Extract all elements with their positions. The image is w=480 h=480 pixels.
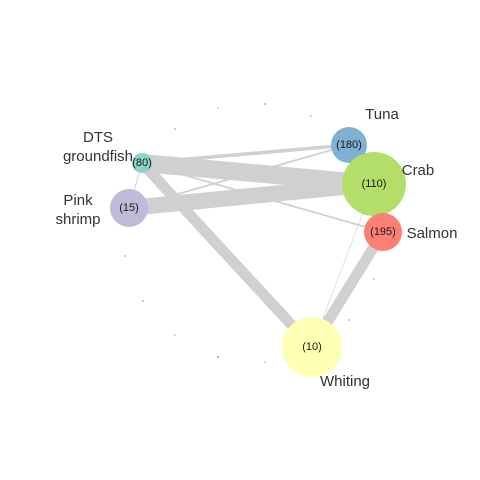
minor-node-dot: [348, 319, 350, 321]
node-dts[interactable]: (80) DTS groundfish: [63, 129, 152, 173]
minor-node-dot: [142, 300, 144, 302]
node-name-line: DTS: [83, 129, 113, 146]
node-circle-whiting: [282, 317, 342, 377]
node-count-label: (10): [302, 341, 322, 353]
edge-dts-tuna: [141, 143, 350, 165]
node-name-label: Salmon: [407, 225, 458, 242]
node-count-label: (110): [362, 178, 387, 190]
minor-node-dot: [310, 115, 312, 117]
minor-node-dot: [264, 361, 266, 363]
node-name-label: Whiting: [320, 373, 370, 390]
node-circle-salmon: [364, 213, 402, 251]
node-name-line: Whiting: [320, 373, 370, 390]
node-circle-dts: [132, 153, 152, 173]
minor-node-dot: [217, 356, 219, 358]
node-count-label: (80): [132, 157, 152, 169]
node-name-line: Salmon: [407, 225, 458, 242]
node-circle-pink: [110, 189, 148, 227]
edge-pink-tuna: [128, 144, 350, 209]
node-count-label: (195): [370, 226, 396, 238]
node-name-label: Tuna: [365, 106, 399, 123]
node-circle-crab: [342, 152, 406, 216]
node-tuna[interactable]: (180) Tuna: [331, 106, 399, 163]
node-name-line: shrimp: [55, 211, 100, 228]
node-name-line: groundfish: [63, 148, 133, 165]
node-count-label: (15): [119, 202, 139, 214]
node-whiting[interactable]: (10) Whiting: [282, 317, 370, 390]
minor-node-dot: [373, 278, 375, 280]
node-name-line: Tuna: [365, 106, 399, 123]
edge-dts-whiting: [138, 159, 316, 351]
node-count-label: (180): [336, 139, 362, 151]
node-layer: (80) DTS groundfish (180) Tuna (110) Crab (15) P…: [55, 106, 457, 390]
minor-node-dot: [174, 128, 176, 130]
node-name-line: Crab: [402, 162, 435, 179]
minor-node-dot: [264, 103, 266, 105]
minor-node-dot: [217, 107, 219, 109]
small-dots-layer: [124, 103, 375, 363]
edge-layer: [128, 143, 388, 351]
node-name-line: Pink: [63, 192, 93, 209]
node-name-label: Crab: [402, 162, 435, 179]
edge-pink-crab: [128, 175, 375, 217]
minor-node-dot: [174, 334, 176, 336]
node-salmon[interactable]: (195) Salmon: [364, 213, 457, 251]
minor-node-dot: [124, 255, 126, 257]
node-pink[interactable]: (15) Pink shrimp: [55, 189, 148, 228]
node-crab[interactable]: (110) Crab: [342, 152, 434, 216]
edge-dts-salmon: [141, 162, 384, 233]
node-circle-tuna: [331, 127, 367, 163]
node-name-label: Pink shrimp: [55, 192, 100, 228]
node-name-label: DTS groundfish: [63, 129, 133, 165]
